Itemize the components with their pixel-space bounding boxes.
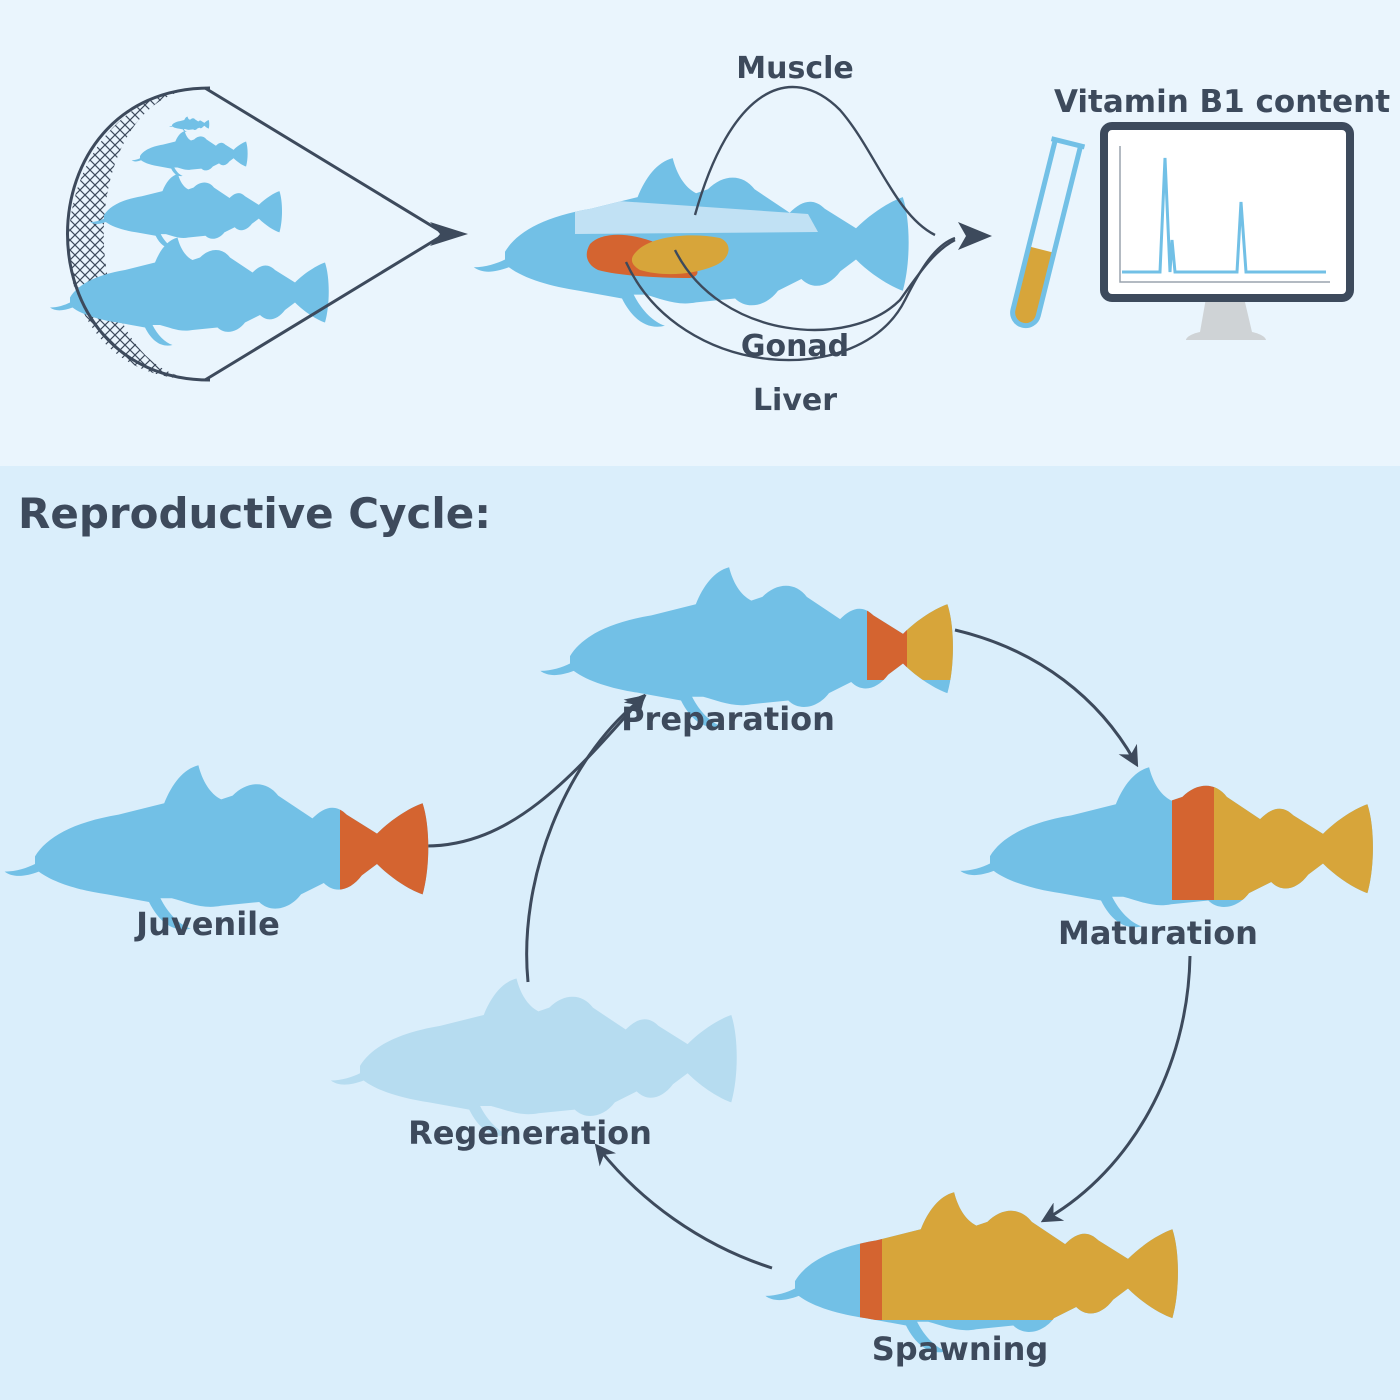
muscle-tissue xyxy=(575,198,818,234)
cycle-arrows xyxy=(425,628,1192,1270)
monitor-stand xyxy=(1186,298,1266,340)
gonad-organ xyxy=(631,235,729,275)
liver-sampling-line xyxy=(624,236,956,362)
muscle-label: Muscle xyxy=(736,51,853,86)
preparation-label: Preparation xyxy=(621,700,835,738)
regeneration-label: Regeneration xyxy=(408,1114,652,1152)
gonad-label: Gonad xyxy=(741,329,849,364)
arrow-to-dissection-icon xyxy=(430,222,468,246)
arrow-spawning-to-regeneration xyxy=(594,1143,773,1270)
cycle-title: Reproductive Cycle: xyxy=(18,489,491,538)
spawning-label: Spawning xyxy=(872,1330,1049,1368)
arrow-to-analysis-icon xyxy=(958,222,992,250)
arrow-maturation-to-spawning xyxy=(1040,955,1192,1223)
maturation-label: Maturation xyxy=(1058,914,1258,952)
trawl-net xyxy=(50,86,468,382)
test-tube-icon xyxy=(1010,136,1086,329)
chromatogram xyxy=(1119,146,1330,283)
vitamin-b1-label: Vitamin B1 content xyxy=(1054,84,1390,120)
arrow-preparation-to-maturation xyxy=(954,628,1139,768)
juvenile-label: Juvenile xyxy=(134,905,280,943)
gonad-sampling-line xyxy=(673,238,956,332)
muscle-sampling-line xyxy=(693,85,936,237)
monitor-icon xyxy=(1100,122,1354,340)
liver-label: Liver xyxy=(753,383,837,418)
arrow-juvenile-to-preparation xyxy=(425,693,646,848)
arrow-regeneration-to-preparation xyxy=(525,694,647,983)
dissected-fish xyxy=(473,85,992,362)
